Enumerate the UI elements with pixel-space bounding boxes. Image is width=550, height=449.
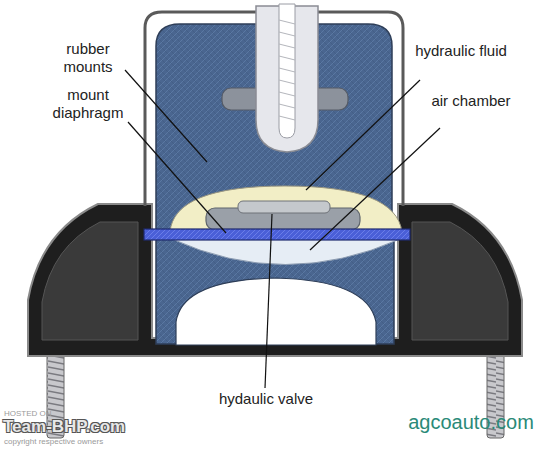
leader-line [306,80,420,190]
watermark: HOSTED ON [4,409,84,418]
leader-line [125,70,207,162]
part-label: hydaulic valve [218,390,314,408]
part-label: hydraulic fluid [413,42,509,60]
bracket-web [412,222,508,340]
leader-lines [125,70,440,388]
lower-cavity [176,278,376,345]
air-chamber [172,239,400,265]
part-label: mount diaphragm [40,86,136,122]
website-label: agcoauto.com [392,410,550,434]
leader-line [128,122,226,233]
mount-bracket [28,204,522,356]
watermark: copyright respective owners [4,437,164,446]
leader-line [265,214,272,388]
mount-diaphragm [144,229,410,240]
part-label: rubber mounts [46,40,130,76]
thread-lines [279,20,295,120]
valve-disc [238,201,330,213]
watermark: Team-BHP.com [3,417,163,437]
threaded-hole [279,4,295,138]
part-label: air chamber [425,92,517,110]
leader-line [310,128,440,250]
bracket-web [42,222,138,340]
